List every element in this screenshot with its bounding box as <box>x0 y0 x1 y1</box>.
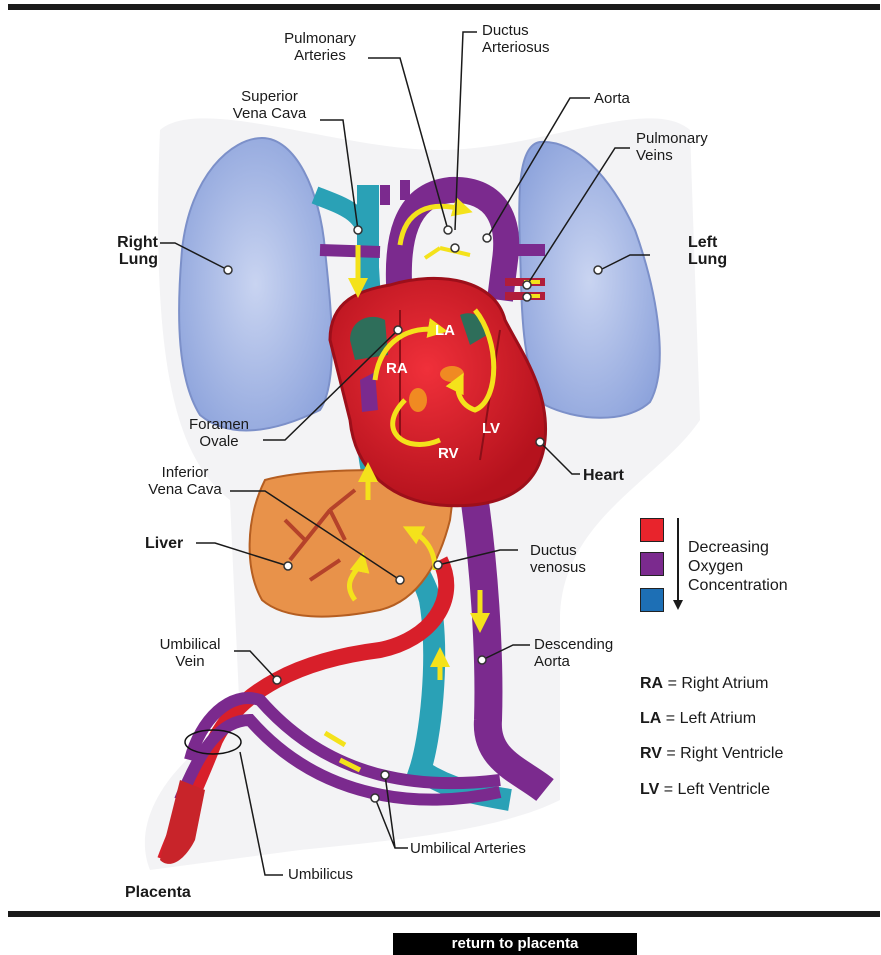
label-umbilical-vein: Umbilical Vein <box>148 636 232 670</box>
label-line: Foramen <box>178 416 260 433</box>
label-pulmonary-arteries: Pulmonary Arteries <box>270 30 370 64</box>
label-ductus-arteriosus: Ductus Arteriosus <box>482 22 550 56</box>
label-line: Right <box>100 234 158 251</box>
legend-line: Concentration <box>688 576 788 595</box>
label-placenta: Placenta <box>125 884 191 901</box>
legend-swatch-purple <box>640 552 664 576</box>
label-line: Umbilical <box>148 636 232 653</box>
legend-abbr: RA <box>640 675 663 692</box>
label-line: Aorta <box>534 653 613 670</box>
label-inferior-vena-cava: Inferior Vena Cava <box>140 464 230 498</box>
legend-swatch-blue <box>640 588 664 612</box>
label-line: Pulmonary <box>270 30 370 47</box>
tricuspid-valve <box>409 388 427 412</box>
label-line: venosus <box>530 559 586 576</box>
right-lung <box>179 138 332 430</box>
label-line: Superior <box>222 88 317 105</box>
label-pulmonary-veins: Pulmonary Veins <box>636 130 708 164</box>
label-line: Arteries <box>270 47 370 64</box>
label-line: Left <box>688 234 727 251</box>
return-to-placenta-button[interactable]: return to placenta <box>393 933 637 955</box>
label-umbilicus: Umbilicus <box>288 866 353 883</box>
legend-line: Oxygen <box>688 557 788 576</box>
legend-abbr-la: LA = Left Atrium <box>640 710 756 728</box>
chamber-rv: RV <box>438 445 459 462</box>
legend-abbr-lv: LV = Left Ventricle <box>640 781 770 799</box>
label-line: Vein <box>148 653 232 670</box>
label-foramen-ovale: Foramen Ovale <box>178 416 260 450</box>
label-line: Ductus <box>482 22 550 39</box>
label-line: Lung <box>100 251 158 268</box>
mitral-valve <box>440 366 464 382</box>
label-line: Inferior <box>140 464 230 481</box>
label-heart: Heart <box>583 467 624 484</box>
label-ductus-venosus: Ductus venosus <box>530 542 586 576</box>
legend-line: Decreasing <box>688 538 788 557</box>
label-line: Vena Cava <box>222 105 317 122</box>
label-line: Arteriosus <box>482 39 550 56</box>
label-liver: Liver <box>145 535 183 552</box>
label-aorta: Aorta <box>594 90 630 107</box>
label-line: Pulmonary <box>636 130 708 147</box>
label-line: Veins <box>636 147 708 164</box>
label-superior-vena-cava: Superior Vena Cava <box>222 88 317 122</box>
legend-abbr-full: = Left Ventricle <box>664 781 770 798</box>
label-line: Ductus <box>530 542 586 559</box>
chamber-lv: LV <box>482 420 500 437</box>
legend-abbr: LA <box>640 710 661 727</box>
chamber-ra: RA <box>386 360 408 377</box>
legend-abbr-ra: RA = Right Atrium <box>640 675 769 693</box>
legend-abbr: LV <box>640 781 659 798</box>
label-right-lung: Right Lung <box>100 234 158 268</box>
label-left-lung: Left Lung <box>688 234 727 268</box>
legend-oxygen-text: Decreasing Oxygen Concentration <box>688 538 788 595</box>
chamber-la: LA <box>435 322 455 339</box>
legend-abbr-full: = Left Atrium <box>666 710 756 727</box>
label-line: Vena Cava <box>140 481 230 498</box>
legend-abbr-rv: RV = Right Ventricle <box>640 745 783 763</box>
pulmonary-artery-right <box>320 250 380 252</box>
label-line: Descending <box>534 636 613 653</box>
label-line: Lung <box>688 251 727 268</box>
legend-abbr-full: = Right Ventricle <box>666 745 783 762</box>
label-descending-aorta: Descending Aorta <box>534 636 613 670</box>
label-umbilical-arteries: Umbilical Arteries <box>410 840 526 857</box>
legend-arrow-head <box>673 600 683 610</box>
legend-swatch-red <box>640 518 664 542</box>
label-line: Ovale <box>178 433 260 450</box>
legend-abbr-full: = Right Atrium <box>668 675 769 692</box>
legend-abbr: RV <box>640 745 662 762</box>
